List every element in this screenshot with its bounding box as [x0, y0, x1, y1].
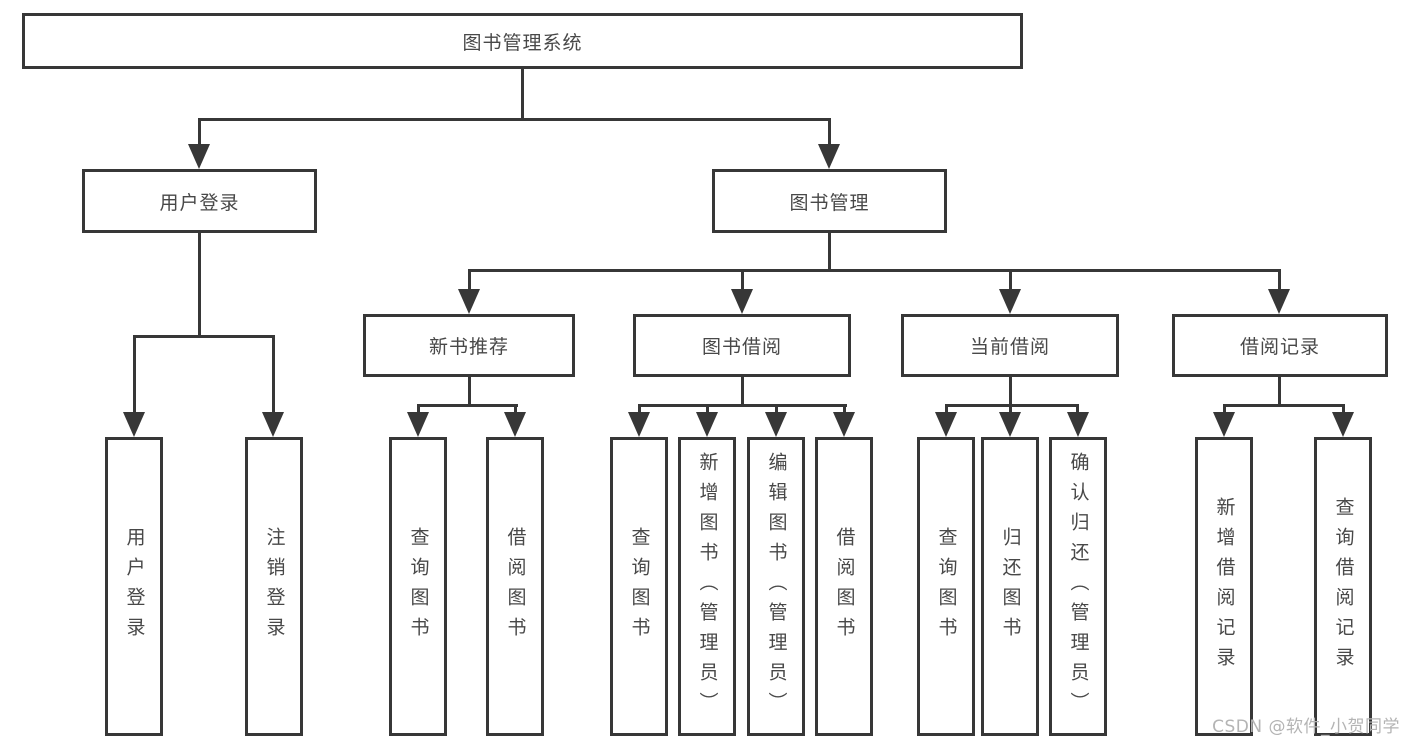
leaf-query-borrow-record: 查询借阅记录	[1314, 437, 1372, 736]
connector-drop	[514, 404, 517, 416]
connector-drop	[741, 269, 744, 294]
connector-bar	[945, 404, 1079, 407]
connector-stem	[1009, 375, 1012, 407]
leaf-add-borrow-record-label: 新增借阅记录	[1213, 496, 1236, 677]
connector-drop	[775, 404, 778, 416]
node-user-login: 用户登录	[82, 169, 317, 233]
connector-drop	[843, 404, 846, 416]
connector-stem	[468, 375, 471, 407]
connector-drop	[706, 404, 709, 416]
node-new-book-recommend: 新书推荐	[363, 314, 575, 377]
leaf-confirm-return-admin-label: 确认归还（管理员）	[1067, 451, 1090, 722]
connector-drop	[638, 404, 641, 416]
connector-drop	[468, 269, 471, 294]
arrow-down-icon	[833, 412, 855, 437]
leaf-confirm-return-admin: 确认归还（管理员）	[1049, 437, 1107, 736]
leaf-return-books: 归还图书	[981, 437, 1039, 736]
connector-mgmt-bar	[468, 269, 1281, 272]
node-current-borrow-label: 当前借阅	[969, 336, 1050, 358]
node-current-borrow: 当前借阅	[901, 314, 1119, 377]
node-new-book-recommend-label: 新书推荐	[428, 336, 509, 358]
connector-login-bar	[133, 335, 275, 338]
leaf-borrow-query-books: 查询图书	[610, 437, 668, 736]
csdn-watermark: CSDN @软件_小贺同学	[1212, 717, 1400, 737]
connector-drop	[198, 118, 201, 148]
leaf-borrow-query-books-label: 查询图书	[628, 526, 651, 647]
leaf-rec-borrow-books-label: 借阅图书	[504, 526, 527, 647]
connector-drop	[828, 118, 831, 148]
connector-drop	[1009, 404, 1012, 416]
leaf-borrow-borrow-books: 借阅图书	[815, 437, 873, 736]
arrow-down-icon	[458, 289, 480, 314]
leaf-edit-books-admin-label: 编辑图书（管理员）	[765, 451, 788, 722]
arrow-down-icon	[1213, 412, 1235, 437]
arrow-down-icon	[123, 412, 145, 437]
connector-root-bar	[198, 118, 830, 121]
leaf-user-login: 用户登录	[105, 437, 163, 736]
arrow-down-icon	[1332, 412, 1354, 437]
connector-stem	[741, 375, 744, 407]
arrow-down-icon	[818, 144, 840, 169]
leaf-return-books-label: 归还图书	[999, 526, 1022, 647]
connector-drop	[1342, 404, 1345, 416]
leaf-rec-query-books-label: 查询图书	[407, 526, 430, 647]
leaf-user-login-label: 用户登录	[123, 526, 146, 647]
arrow-down-icon	[1067, 412, 1089, 437]
node-library-system-label: 图书管理系统	[462, 31, 583, 54]
node-book-borrow: 图书借阅	[633, 314, 851, 377]
node-user-login-label: 用户登录	[159, 191, 240, 214]
node-borrow-records-label: 借阅记录	[1239, 336, 1320, 358]
connector-bar	[417, 404, 518, 407]
connector-root-stem	[521, 67, 524, 120]
connector-bar	[638, 404, 847, 407]
node-book-management: 图书管理	[712, 169, 947, 233]
arrow-down-icon	[504, 412, 526, 437]
arrow-down-icon	[696, 412, 718, 437]
leaf-edit-books-admin: 编辑图书（管理员）	[747, 437, 805, 736]
connector-drop	[272, 335, 275, 414]
arrow-down-icon	[262, 412, 284, 437]
leaf-add-books-admin: 新增图书（管理员）	[678, 437, 736, 736]
connector-drop	[945, 404, 948, 416]
arrow-down-icon	[765, 412, 787, 437]
connector-drop	[1278, 269, 1281, 294]
arrow-down-icon	[1268, 289, 1290, 314]
arrow-down-icon	[731, 289, 753, 314]
leaf-rec-query-books: 查询图书	[389, 437, 447, 736]
connector-drop	[417, 404, 420, 416]
arrow-down-icon	[407, 412, 429, 437]
node-book-borrow-label: 图书借阅	[701, 336, 782, 358]
leaf-query-borrow-record-label: 查询借阅记录	[1332, 496, 1355, 677]
leaf-borrow-borrow-books-label: 借阅图书	[833, 526, 856, 647]
arrow-down-icon	[999, 289, 1021, 314]
arrow-down-icon	[935, 412, 957, 437]
arrow-down-icon	[999, 412, 1021, 437]
leaf-current-query-books-label: 查询图书	[935, 526, 958, 647]
leaf-rec-borrow-books: 借阅图书	[486, 437, 544, 736]
arrow-down-icon	[628, 412, 650, 437]
node-library-system: 图书管理系统	[22, 13, 1023, 69]
connector-bar	[1223, 404, 1345, 407]
connector-drop	[1076, 404, 1079, 416]
leaf-logout: 注销登录	[245, 437, 303, 736]
leaf-current-query-books: 查询图书	[917, 437, 975, 736]
connector-login-stem	[198, 231, 201, 337]
connector-drop	[1223, 404, 1226, 416]
connector-mgmt-stem	[828, 231, 831, 271]
connector-drop	[133, 335, 136, 414]
leaf-logout-label: 注销登录	[263, 526, 286, 647]
leaf-add-borrow-record: 新增借阅记录	[1195, 437, 1253, 736]
arrow-down-icon	[188, 144, 210, 169]
connector-stem	[1278, 375, 1281, 407]
leaf-add-books-admin-label: 新增图书（管理员）	[696, 451, 719, 722]
connector-drop	[1009, 269, 1012, 294]
node-book-management-label: 图书管理	[789, 191, 870, 214]
node-borrow-records: 借阅记录	[1172, 314, 1388, 377]
